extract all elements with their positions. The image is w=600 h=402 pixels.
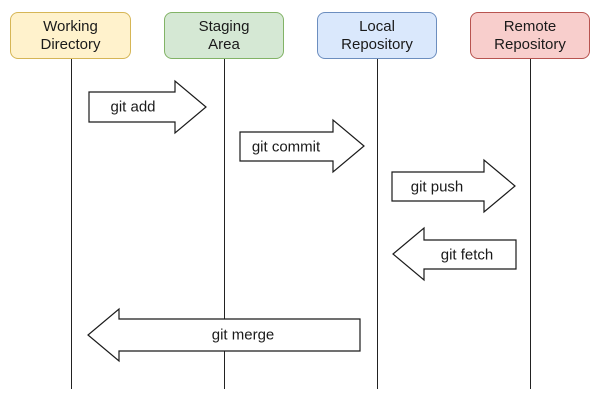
arrow-label-git-push: git push	[410, 178, 464, 196]
arrow-git-push	[391, 158, 516, 214]
arrow-git-merge	[87, 307, 361, 363]
arrow-git-fetch	[392, 226, 517, 282]
lane-remote-repository: Remote Repository	[470, 12, 590, 59]
lifeline-local-repository	[377, 59, 378, 389]
lane-local-repository: Local Repository	[317, 12, 437, 59]
lifeline-working-directory	[71, 59, 72, 389]
arrow-label-git-merge: git merge	[211, 326, 275, 344]
lifeline-staging-area	[224, 59, 225, 389]
arrow-label-git-add: git add	[110, 98, 156, 116]
arrow-label-git-commit: git commit	[251, 138, 321, 156]
lifeline-remote-repository	[530, 59, 531, 389]
lane-staging-area: Staging Area	[164, 12, 284, 59]
arrow-label-git-fetch: git fetch	[440, 246, 494, 264]
arrow-git-commit	[239, 118, 365, 174]
arrow-git-add	[88, 79, 207, 135]
lane-working-directory: Working Directory	[10, 12, 131, 59]
